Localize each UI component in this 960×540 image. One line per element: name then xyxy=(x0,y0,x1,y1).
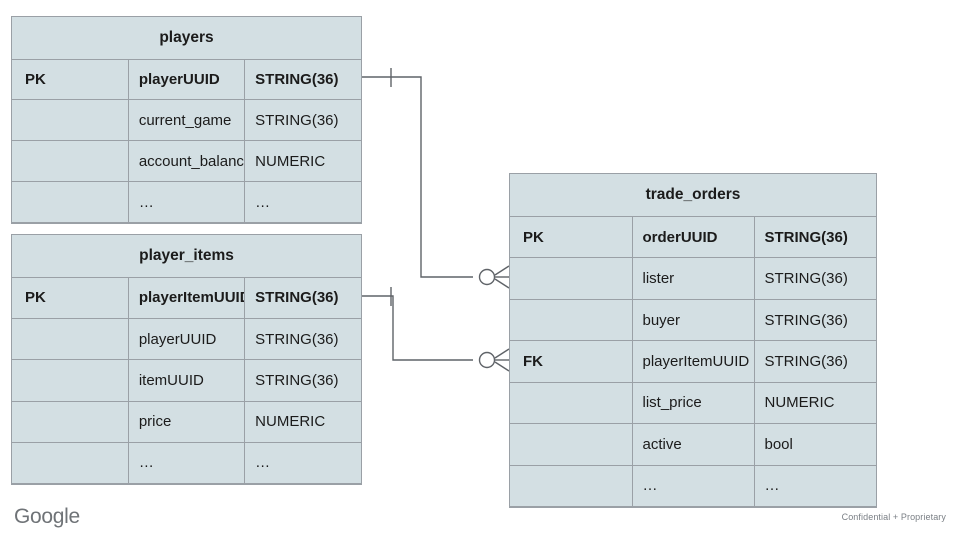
entity-grid: players PK playerUUID STRING(36) current… xyxy=(12,17,361,223)
table-row[interactable]: itemUUID STRING(36) xyxy=(12,359,361,402)
row-field-name: active xyxy=(631,423,755,466)
entity-table-players[interactable]: players PK playerUUID STRING(36) current… xyxy=(11,16,362,224)
table-row[interactable]: playerUUID STRING(36) xyxy=(12,318,361,361)
row-key: PK xyxy=(12,58,129,101)
row-key xyxy=(12,359,129,402)
table-row[interactable]: current_game STRING(36) xyxy=(12,99,361,142)
row-field-type: bool xyxy=(753,423,876,466)
table-row[interactable]: PK playerItemUUID STRING(36) xyxy=(12,276,361,320)
row-field-name: playerUUID xyxy=(127,318,246,361)
row-field-type: STRING(36) xyxy=(753,257,876,300)
row-key xyxy=(12,140,129,183)
row-key xyxy=(12,99,129,142)
entity-title: player_items xyxy=(12,235,361,278)
row-field-type: NUMERIC xyxy=(244,140,361,183)
entity-table-player-items[interactable]: player_items PK playerItemUUID STRING(36… xyxy=(11,234,362,485)
row-key xyxy=(12,318,129,361)
row-field-name: … xyxy=(127,181,246,223)
entity-title: trade_orders xyxy=(510,174,876,218)
row-key xyxy=(510,423,633,466)
table-row[interactable]: list_price NUMERIC xyxy=(510,381,876,425)
zero-circle-marker xyxy=(478,268,496,286)
entity-grid: trade_orders PK orderUUID STRING(36) lis… xyxy=(510,174,876,507)
row-key: FK xyxy=(510,340,633,383)
row-field-type: NUMERIC xyxy=(753,381,876,425)
row-field-type: … xyxy=(244,181,361,223)
entity-title-row: trade_orders xyxy=(510,174,876,218)
relationship-player-items-trade-orders xyxy=(362,287,510,372)
entity-table-trade-orders[interactable]: trade_orders PK orderUUID STRING(36) lis… xyxy=(509,173,877,508)
row-field-name: itemUUID xyxy=(127,359,246,402)
crowsfoot-upper xyxy=(494,348,510,359)
row-field-name: lister xyxy=(631,257,755,300)
confidential-notice: Confidential + Proprietary xyxy=(841,512,946,522)
row-field-type: STRING(36) xyxy=(244,276,361,320)
row-field-name: price xyxy=(127,400,246,443)
crowsfoot-lower xyxy=(494,361,510,372)
entity-title-row: player_items xyxy=(12,235,361,278)
row-key: PK xyxy=(12,276,129,320)
row-key xyxy=(510,257,633,300)
table-row[interactable]: PK orderUUID STRING(36) xyxy=(510,216,876,259)
crowsfoot-lower xyxy=(494,278,510,289)
zero-circle-marker xyxy=(478,351,496,369)
row-field-name: list_price xyxy=(631,381,755,425)
row-field-type: … xyxy=(753,464,876,507)
table-row[interactable]: account_balance NUMERIC xyxy=(12,140,361,183)
table-row[interactable]: … … xyxy=(12,441,361,485)
table-row[interactable]: … … xyxy=(12,181,361,223)
table-row[interactable]: lister STRING(36) xyxy=(510,257,876,300)
row-field-type: STRING(36) xyxy=(244,359,361,402)
row-field-type: NUMERIC xyxy=(244,400,361,443)
row-field-name: current_game xyxy=(127,99,246,142)
entity-title: players xyxy=(12,17,361,60)
table-row[interactable]: buyer STRING(36) xyxy=(510,298,876,342)
entity-title-row: players xyxy=(12,17,361,60)
table-row[interactable]: FK playerItemUUID STRING(36) xyxy=(510,340,876,383)
row-field-name: buyer xyxy=(631,298,755,342)
connector-line xyxy=(362,76,473,278)
google-logo: Google xyxy=(14,505,80,528)
row-field-name: playerUUID xyxy=(127,58,246,101)
row-field-type: … xyxy=(244,441,361,485)
crowsfoot-upper xyxy=(494,265,510,276)
row-field-name: playerItemUUID xyxy=(631,340,755,383)
entity-grid: player_items PK playerItemUUID STRING(36… xyxy=(12,235,361,485)
row-key xyxy=(12,400,129,443)
table-row[interactable]: … … xyxy=(510,464,876,507)
row-key xyxy=(510,464,633,507)
relationship-players-trade-orders xyxy=(362,68,510,289)
row-field-type: STRING(36) xyxy=(753,298,876,342)
table-row[interactable]: PK playerUUID STRING(36) xyxy=(12,58,361,101)
row-key xyxy=(510,298,633,342)
row-field-name: account_balance xyxy=(127,140,246,183)
row-field-type: STRING(36) xyxy=(753,340,876,383)
row-field-type: STRING(36) xyxy=(244,58,361,101)
table-row[interactable]: active bool xyxy=(510,423,876,466)
row-field-name: … xyxy=(127,441,246,485)
row-field-name: playerItemUUID xyxy=(127,276,246,320)
row-field-type: STRING(36) xyxy=(753,216,876,259)
table-row[interactable]: price NUMERIC xyxy=(12,400,361,443)
row-key xyxy=(12,181,129,223)
row-key xyxy=(12,441,129,485)
connector-line xyxy=(362,295,473,361)
row-key xyxy=(510,381,633,425)
row-key: PK xyxy=(510,216,633,259)
row-field-type: STRING(36) xyxy=(244,318,361,361)
row-field-name: … xyxy=(631,464,755,507)
row-field-type: STRING(36) xyxy=(244,99,361,142)
row-field-name: orderUUID xyxy=(631,216,755,259)
